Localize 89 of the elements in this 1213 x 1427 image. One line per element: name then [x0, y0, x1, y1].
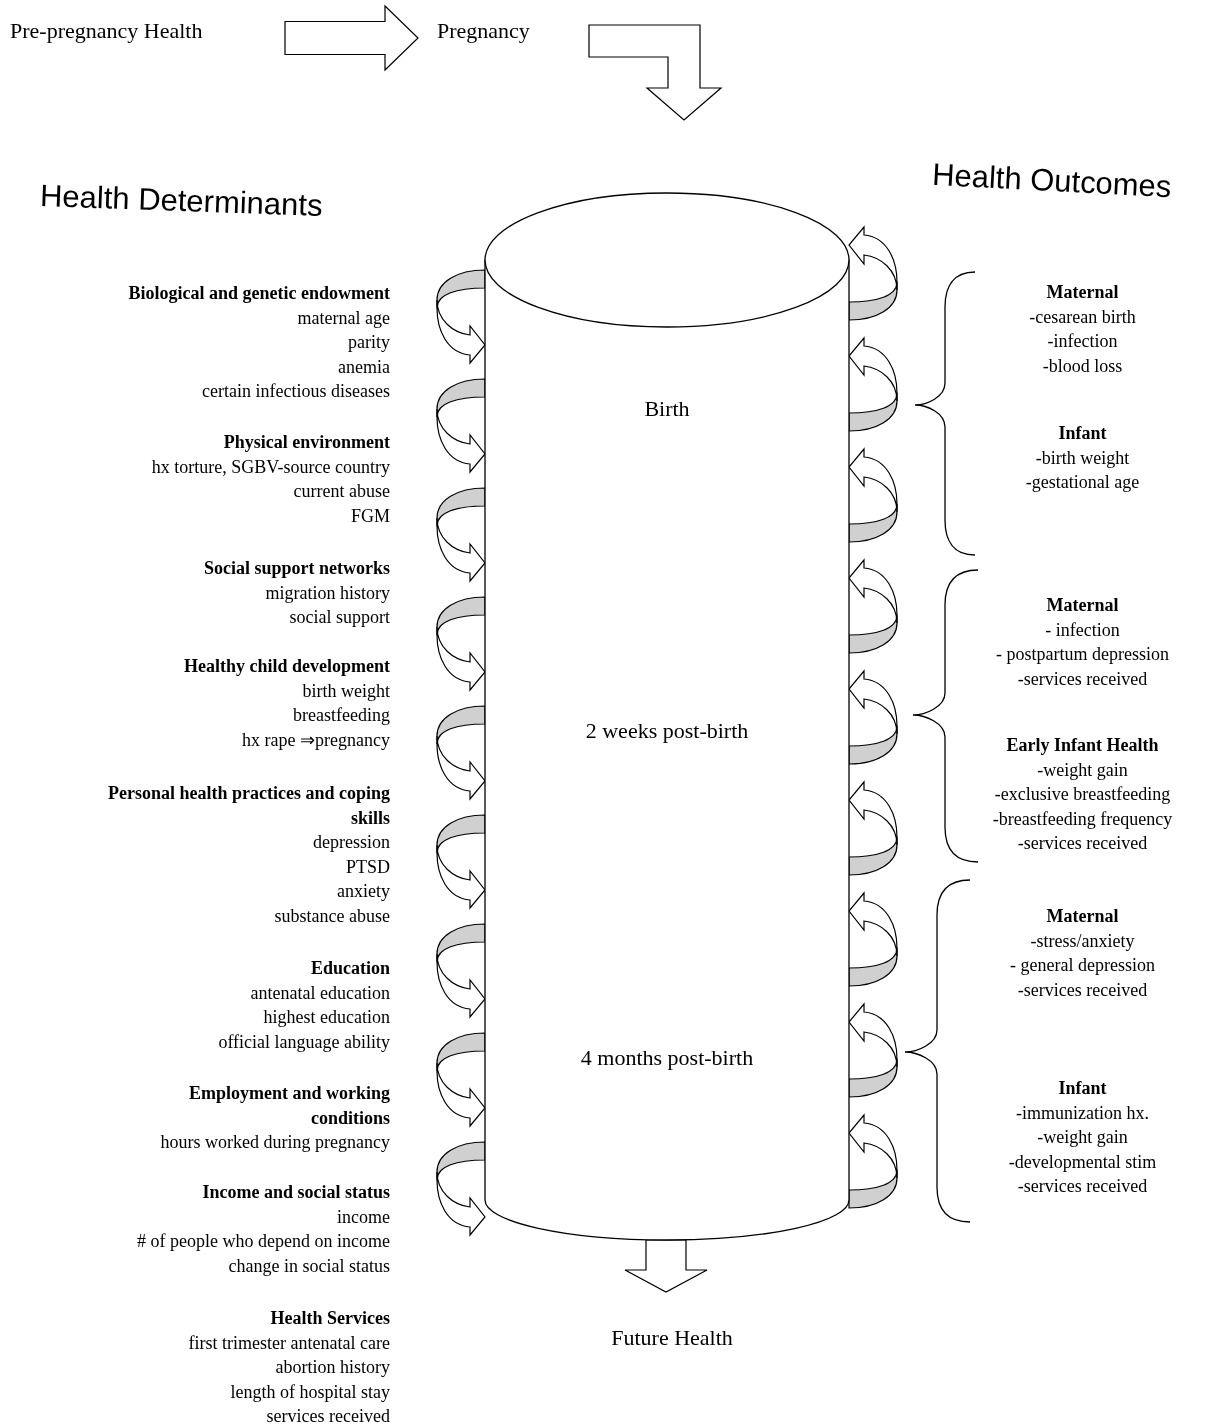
category-heading: Physical environment: [223, 431, 390, 454]
block-arrow: [588, 24, 723, 121]
curved-arrow: [848, 337, 898, 432]
determinant-item: antenatal education: [250, 981, 390, 1005]
stage-label: 4 months post-birth: [580, 1044, 754, 1072]
category-heading: Early Infant Health: [1006, 734, 1159, 757]
determinant-item: PTSD: [346, 855, 390, 879]
outcome-item: -exclusive breastfeeding: [994, 783, 1171, 806]
category-heading: Income and social status: [202, 1181, 390, 1204]
determinant-item: hours worked during pregnancy: [160, 1131, 390, 1154]
determinant-item: FGM: [351, 504, 390, 528]
outcome-item: -birth weight: [1035, 446, 1130, 470]
outcome-item: -services received: [1017, 832, 1148, 855]
outcome-item: -immunization hx.: [1016, 1101, 1149, 1125]
outcome-item: -weight gain: [1037, 758, 1128, 782]
section-heading: Health Determinants: [39, 177, 324, 225]
curved-arrow: [848, 781, 898, 876]
outcome-item: -infection: [1047, 330, 1118, 353]
category-heading: Biological and genetic endowment: [128, 282, 390, 305]
determinant-item: services received: [266, 1405, 390, 1427]
determinant-item: breastfeeding: [293, 704, 390, 727]
category-heading: Healthy child development: [184, 655, 390, 678]
curved-arrow: [436, 596, 486, 691]
determinant-item: hx rape ⇒pregnancy: [242, 728, 390, 752]
outcome-item: -weight gain: [1037, 1126, 1128, 1149]
outcome-item: -cesarean birth: [1029, 305, 1136, 329]
curved-arrow: [848, 448, 898, 543]
curved-arrow: [436, 269, 486, 364]
curved-arrow: [436, 487, 486, 582]
outcome-item: - general depression: [1010, 954, 1155, 977]
block-arrow: [284, 4, 419, 72]
stage-label: Pregnancy: [437, 17, 530, 45]
category-heading: Maternal: [1046, 594, 1119, 617]
outcome-item: -gestational age: [1025, 471, 1140, 494]
determinant-item: migration history: [265, 581, 390, 605]
determinant-item: first trimester antenatal care: [188, 1331, 390, 1355]
outcome-item: -blood loss: [1042, 354, 1123, 378]
section-heading: Health Outcomes: [931, 155, 1173, 207]
determinant-item: highest education: [263, 1006, 390, 1029]
curved-arrow: [436, 705, 486, 800]
stage-label: Pre-pregnancy Health: [10, 17, 203, 45]
determinant-item: maternal age: [297, 306, 390, 330]
outcome-item: -breastfeeding frequency: [992, 807, 1173, 831]
block-arrow: [624, 1239, 708, 1293]
outcome-item: - postpartum depression: [996, 643, 1169, 666]
determinant-item: social support: [289, 606, 390, 629]
curved-arrow: [436, 1032, 486, 1127]
curved-arrow: [848, 1114, 898, 1209]
outcome-item: -developmental stim: [1008, 1150, 1157, 1174]
determinant-item: depression: [313, 831, 390, 854]
outcome-item: -services received: [1017, 1175, 1148, 1198]
category-heading: Maternal: [1046, 905, 1119, 928]
determinant-item: official language ability: [218, 1030, 390, 1054]
stage-label: 2 weeks post-birth: [585, 717, 749, 745]
curved-arrow: [848, 1003, 898, 1098]
determinant-item: change in social status: [228, 1254, 390, 1278]
determinant-item: abortion history: [275, 1356, 390, 1379]
curved-arrow: [436, 1141, 486, 1236]
outcome-item: -services received: [1017, 667, 1148, 691]
outcome-item: -services received: [1017, 978, 1148, 1002]
curved-arrow: [436, 378, 486, 473]
determinant-item: # of people who depend on income: [137, 1230, 390, 1253]
determinant-item: parity: [348, 331, 390, 354]
determinant-item: substance abuse: [274, 904, 390, 928]
category-heading: Employment and working conditions: [187, 1082, 390, 1130]
determinant-item: hx torture, SGBV-source country: [151, 455, 390, 479]
curved-arrow: [436, 923, 486, 1018]
category-heading: Maternal: [1046, 281, 1119, 304]
outcome-item: -stress/anxiety: [1030, 929, 1135, 953]
category-heading: Infant: [1058, 1077, 1107, 1100]
curved-arrow: [848, 559, 898, 654]
curved-arrow: [848, 226, 898, 321]
determinant-item: length of hospital stay: [230, 1380, 390, 1404]
determinant-item: anxiety: [337, 880, 390, 903]
category-heading: Education: [310, 957, 390, 980]
stage-label: Future Health: [611, 1324, 733, 1352]
category-heading: Infant: [1058, 422, 1107, 445]
stage-label: Birth: [644, 395, 690, 423]
curved-arrow: [436, 814, 486, 909]
determinant-item: anemia: [338, 355, 390, 379]
determinant-item: current abuse: [293, 480, 390, 503]
curved-arrow: [848, 892, 898, 987]
category-heading: Health Services: [270, 1307, 390, 1330]
category-heading: Social support networks: [203, 557, 390, 580]
determinant-item: certain infectious diseases: [202, 380, 390, 403]
curved-arrow: [848, 670, 898, 765]
determinant-item: income: [337, 1205, 390, 1229]
outcome-item: - infection: [1045, 618, 1120, 642]
determinant-item: birth weight: [302, 679, 390, 703]
